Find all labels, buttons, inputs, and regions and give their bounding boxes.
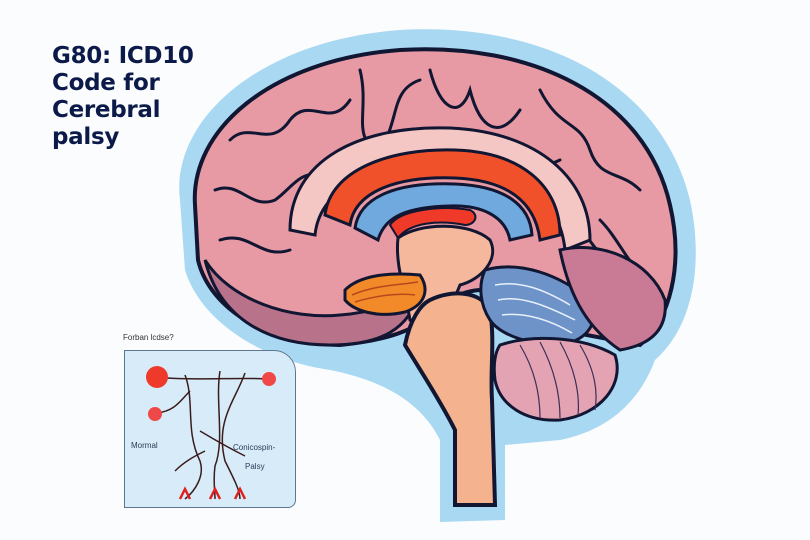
title-line-4: palsy [52, 124, 120, 150]
title-line-3: Cerebral [52, 97, 161, 123]
fornix [388, 207, 477, 240]
cerebellum-lower [492, 336, 619, 422]
cerebellum-folia [494, 282, 576, 334]
label-corticospinal: Conicospin- [233, 443, 276, 452]
occipital-lobe [558, 245, 667, 352]
title-line-2: Code for [52, 70, 160, 96]
node-left [148, 407, 162, 421]
nerve-diagram [146, 366, 276, 500]
corticospinal-inset: Mormal Conicospin- Palsy [124, 350, 296, 508]
hypothalamus-lines [351, 281, 419, 303]
corpus-callosum [323, 148, 562, 242]
nerve-fibers [154, 370, 271, 500]
title-line-1: G80: ICD10 [52, 43, 194, 69]
label-normal: Mormal [131, 441, 158, 450]
lateral-ventricle [353, 182, 534, 243]
node-large [146, 366, 168, 388]
cerebellum-stripes [519, 341, 597, 419]
label-palsy: Palsy [245, 462, 265, 471]
inset-caption: Forban lcdse? [123, 333, 174, 342]
nerve-endings [178, 486, 247, 500]
node-right [262, 372, 276, 386]
page-title: G80: ICD10 Code for Cerebral palsy [52, 43, 212, 151]
